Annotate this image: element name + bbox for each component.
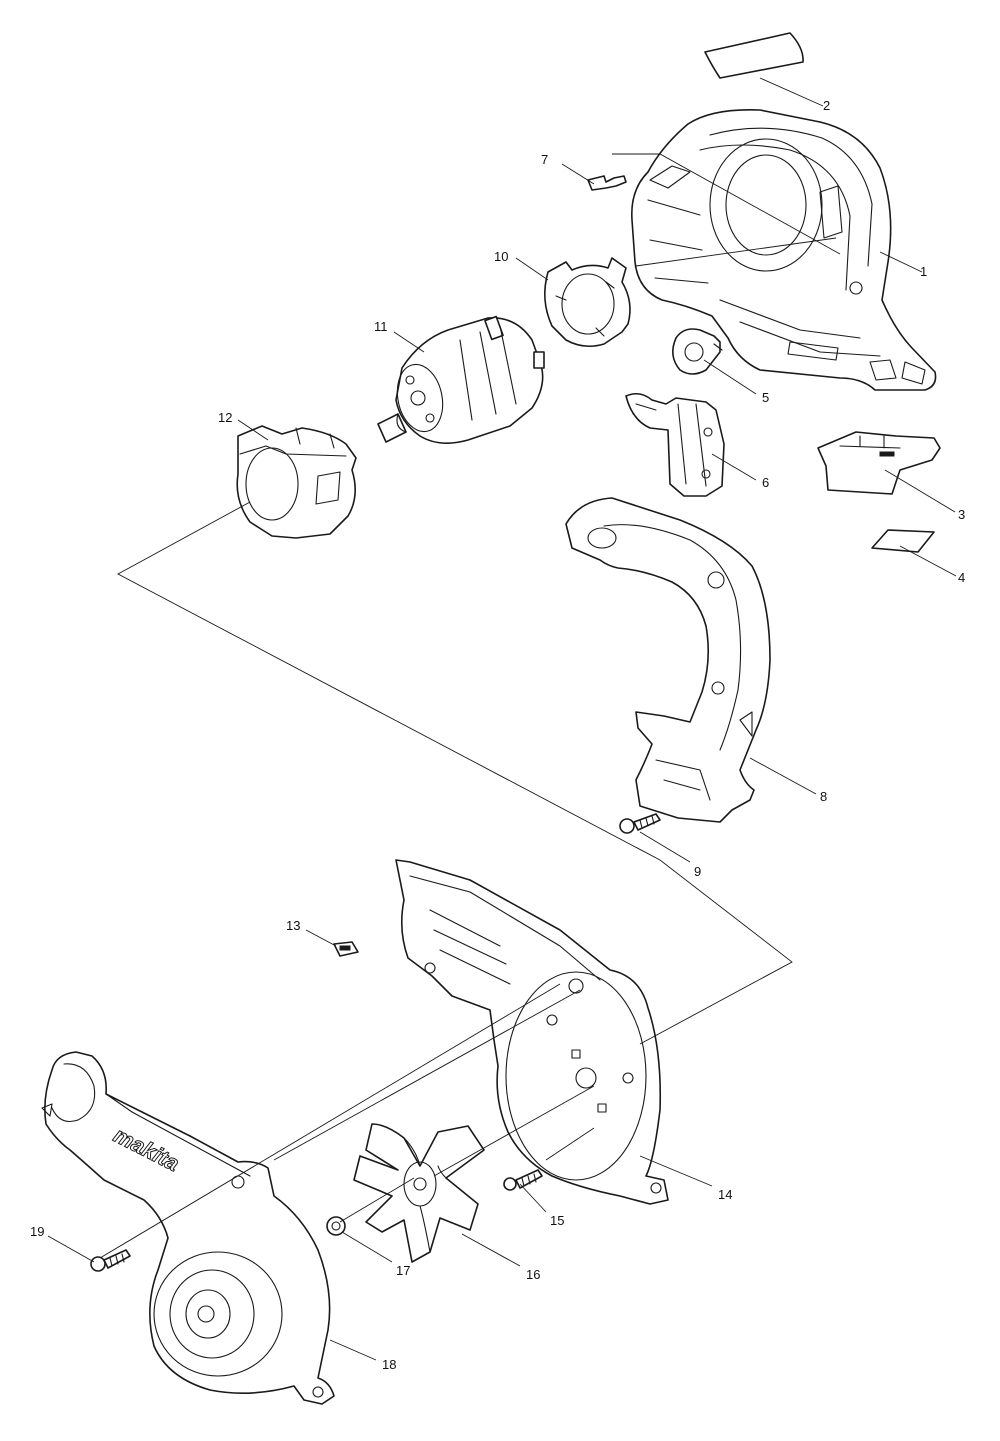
- part-10-motor-holder: [544, 257, 631, 348]
- callout-9: 9: [694, 864, 701, 879]
- callout-16: 16: [526, 1267, 540, 1282]
- callout-11: 11: [374, 319, 388, 334]
- callout-12: 12: [218, 410, 232, 425]
- callout-6: 6: [762, 475, 769, 490]
- callout-17: 17: [396, 1263, 410, 1278]
- part-4-label: [871, 529, 935, 553]
- part-14-fan-housing: [395, 859, 669, 1205]
- part-6-switch: [625, 392, 725, 497]
- part-18-nozzle-cover: makita: [41, 1051, 335, 1405]
- part-11-dc-motor: [377, 315, 545, 444]
- callout-4: 4: [958, 570, 965, 585]
- part-13-clip: [333, 941, 359, 957]
- callout-15: 15: [550, 1213, 564, 1228]
- callout-13: 13: [286, 918, 300, 933]
- part-3-battery-terminal: [817, 431, 941, 495]
- callout-2: 2: [823, 98, 830, 113]
- part-7-clip: [587, 175, 627, 191]
- callout-3: 3: [958, 507, 965, 522]
- assembly-lines: [99, 153, 841, 1259]
- callout-18: 18: [382, 1357, 396, 1372]
- part-8-handle-cover: [565, 497, 771, 823]
- callout-5: 5: [762, 390, 769, 405]
- part-19-screw: [90, 1249, 131, 1272]
- callout-14: 14: [718, 1187, 732, 1202]
- callout-1: 1: [920, 264, 927, 279]
- part-15-screw: [503, 1169, 543, 1191]
- callout-leaders: [47, 77, 957, 1361]
- callout-labels: 1 2 3 4 5 6 7 8 9 10 11 12 13 14 15 16 1…: [30, 98, 965, 1372]
- part-16-impeller-fan: [353, 1123, 485, 1263]
- part-9-screw: [619, 813, 661, 834]
- part-12-motor-cap: [236, 425, 357, 539]
- part-1-motor-housing: [631, 108, 937, 391]
- callout-7: 7: [541, 152, 548, 167]
- callout-19: 19: [30, 1224, 44, 1239]
- callout-8: 8: [820, 789, 827, 804]
- callout-10: 10: [494, 249, 508, 264]
- part-2-label-sticker: [704, 32, 804, 79]
